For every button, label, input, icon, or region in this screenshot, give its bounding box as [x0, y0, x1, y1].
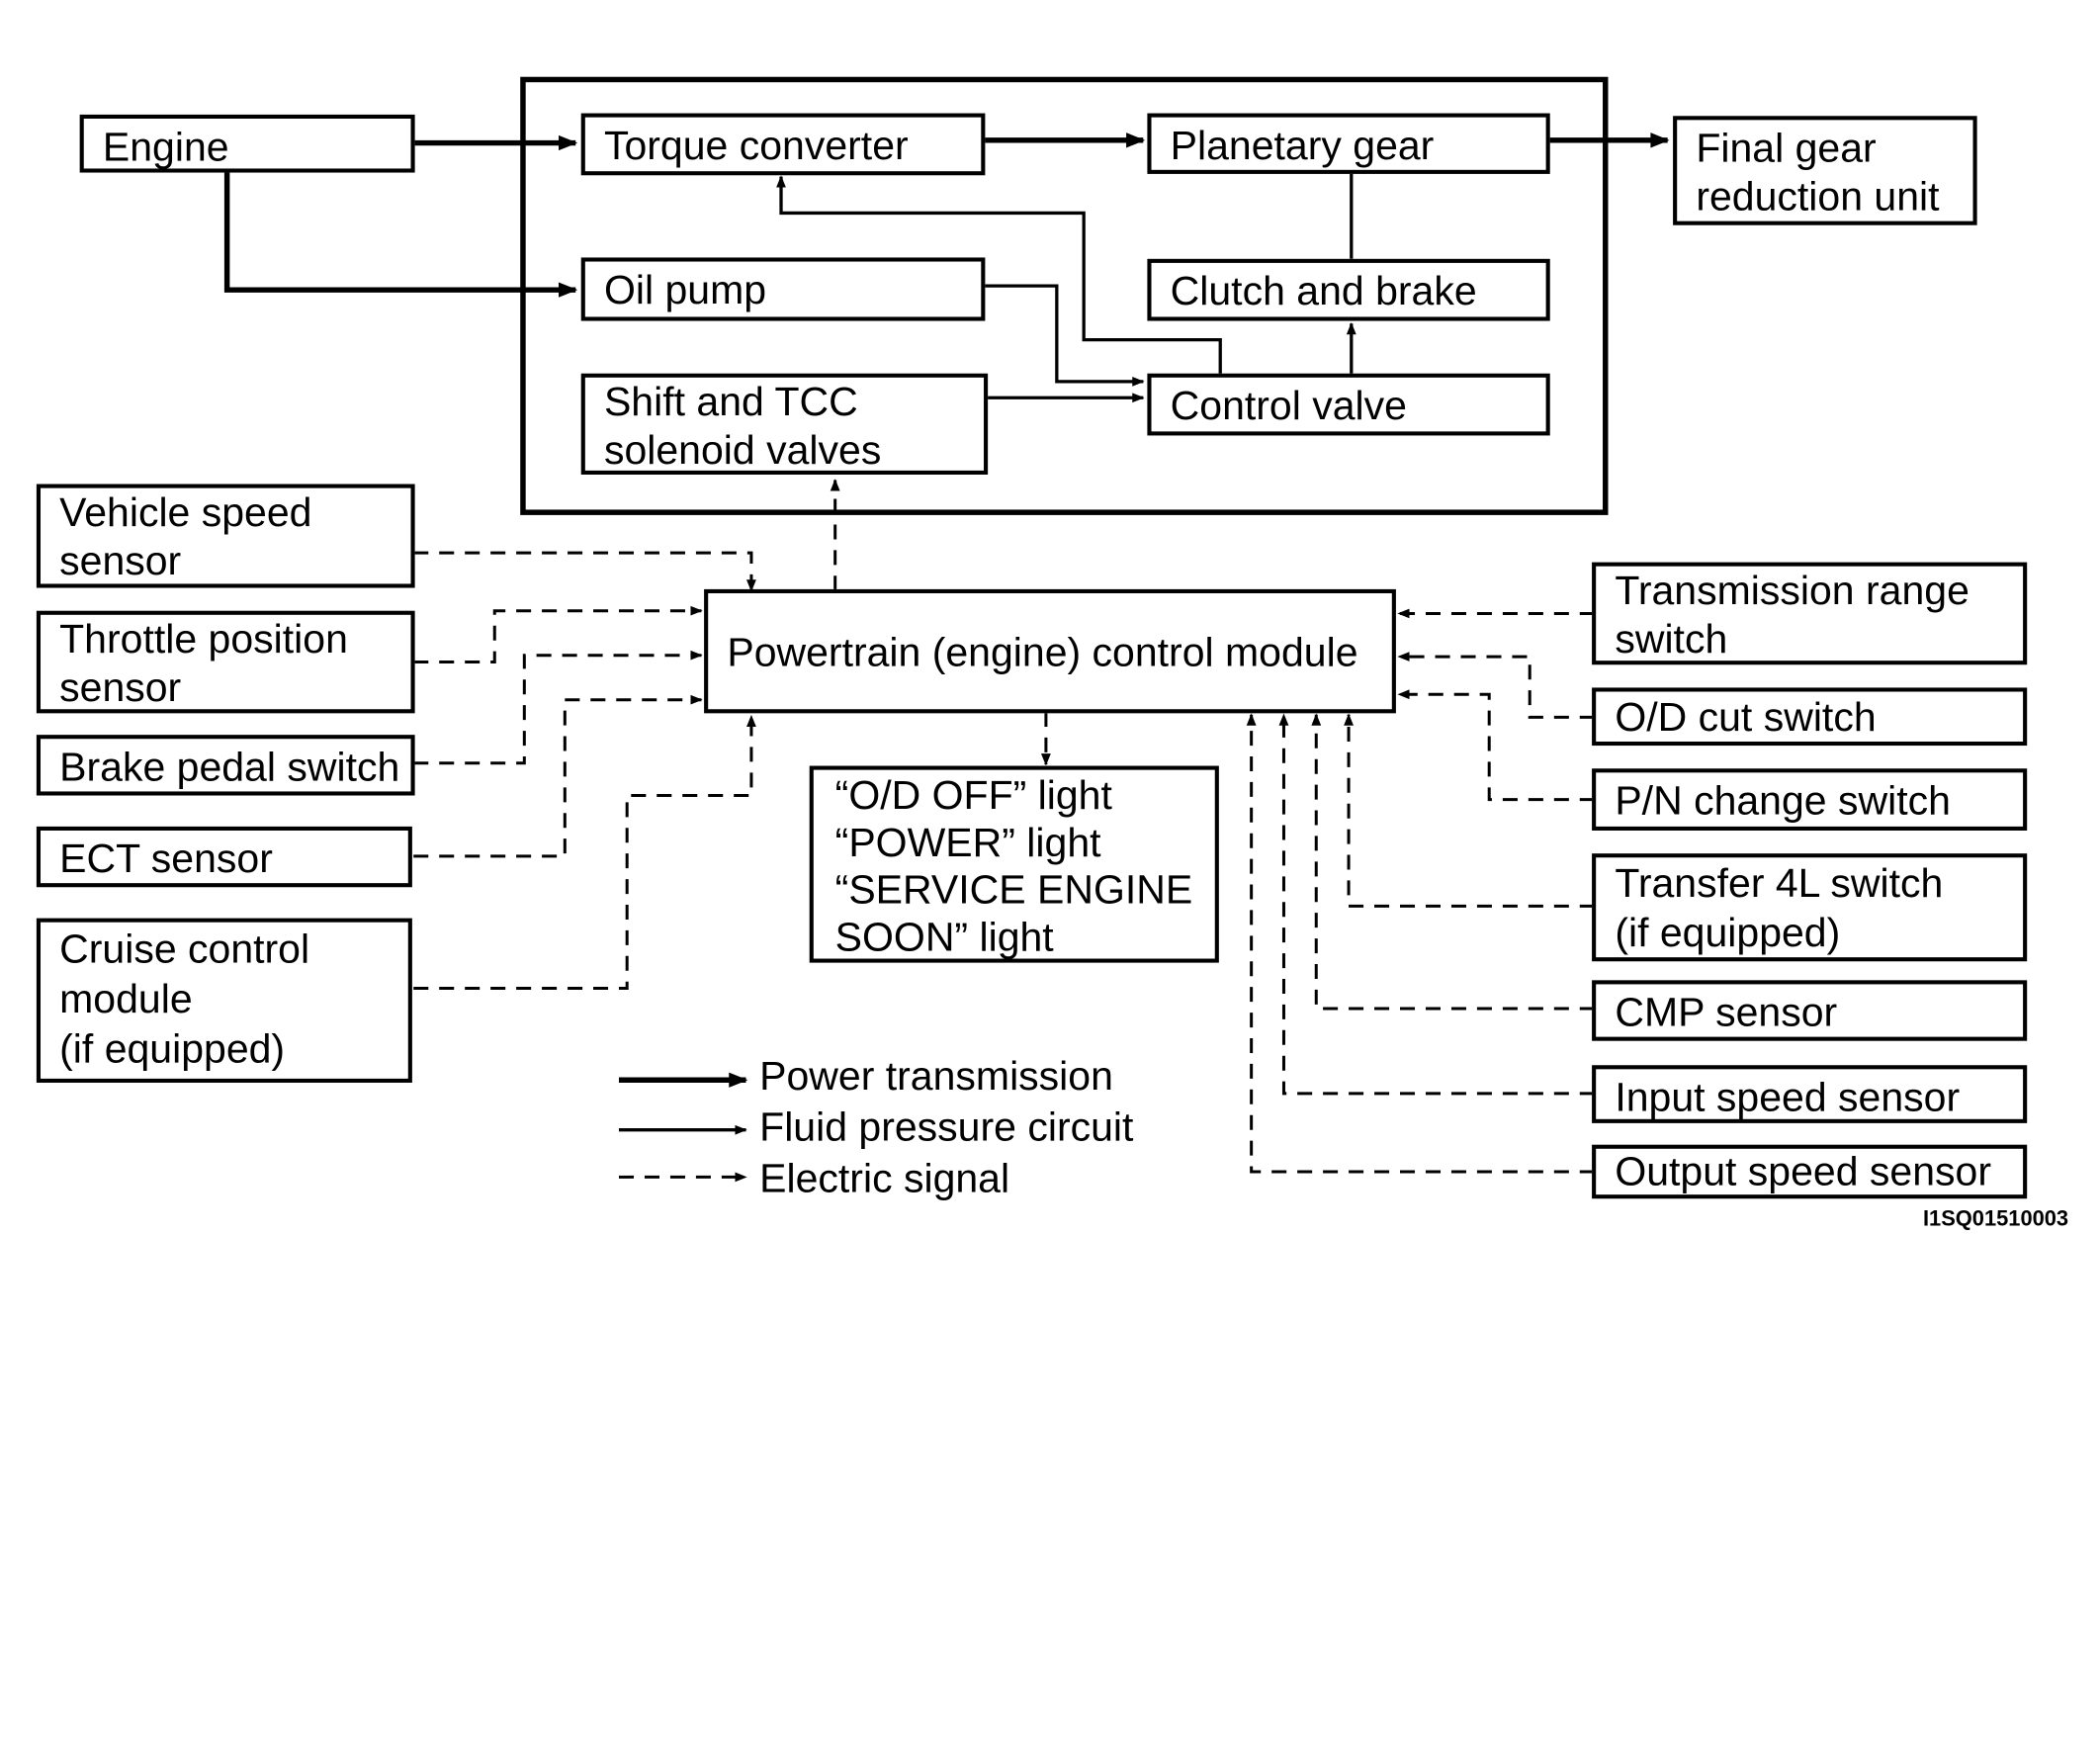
output-speed-label: Output speed sensor: [1615, 1150, 1992, 1195]
ect-label: ECT sensor: [59, 837, 273, 882]
trans-range-line-2: switch: [1615, 617, 1728, 662]
ect-sensor-box: ECT sensor: [36, 826, 412, 888]
final-gear-box: Final gear reduction unit: [1673, 116, 1977, 225]
planetary-gear-label: Planetary gear: [1170, 124, 1435, 169]
torque-converter-label: Torque converter: [603, 124, 909, 169]
brake-pedal-switch-box: Brake pedal switch: [36, 735, 415, 796]
shift-tcc-line-2: solenoid valves: [603, 428, 882, 474]
throttle-line-2: sensor: [59, 665, 182, 711]
transmission-enclosure: [520, 76, 1609, 515]
shift-tcc-line-1: Shift and TCC: [603, 380, 858, 425]
od-cut-label: O/D cut switch: [1615, 695, 1877, 741]
pn-change-label: P/N change switch: [1615, 779, 1951, 825]
light-service-engine: “SERVICE ENGINE: [834, 868, 1193, 914]
light-power: “POWER” light: [834, 821, 1101, 866]
vehicle-speed-line-1: Vehicle speed: [59, 490, 312, 536]
throttle-position-sensor-box: Throttle position sensor: [36, 610, 415, 714]
engine-box: Engine: [79, 114, 415, 173]
transfer-4l-line-2: (if equipped): [1615, 911, 1841, 956]
pcm-label: Powertrain (engine) control module: [727, 631, 1358, 676]
final-gear-line-1: Final gear: [1696, 127, 1877, 172]
vehicle-speed-line-2: sensor: [59, 539, 182, 584]
legend-electric-label: Electric signal: [759, 1156, 1010, 1201]
light-service-engine-soon: SOON” light: [834, 915, 1054, 960]
cruise-line-2: module: [59, 977, 193, 1022]
torque-converter-box: Torque converter: [580, 113, 986, 176]
input-speed-sensor-box: Input speed sensor: [1592, 1065, 2028, 1123]
brake-pedal-label: Brake pedal switch: [59, 746, 400, 791]
cmp-label: CMP sensor: [1615, 991, 1838, 1036]
engine-label: Engine: [102, 125, 229, 170]
light-od-off: “O/D OFF” light: [834, 773, 1112, 819]
transfer-4l-line-1: Transfer 4L switch: [1615, 861, 1944, 907]
cruise-line-3: (if equipped): [59, 1027, 286, 1073]
trans-range-line-1: Transmission range: [1615, 569, 1969, 614]
input-speed-label: Input speed sensor: [1615, 1076, 1961, 1121]
throttle-line-1: Throttle position: [59, 617, 348, 662]
cruise-line-1: Cruise control: [59, 927, 310, 973]
electric-lines: [413, 479, 1595, 1174]
vehicle-speed-sensor-box: Vehicle speed sensor: [36, 484, 415, 588]
clutch-brake-label: Clutch and brake: [1170, 269, 1477, 314]
power-lines: [223, 132, 1670, 298]
oil-pump-box: Oil pump: [580, 257, 986, 321]
connection-lines: [223, 132, 1670, 1183]
planetary-gear-box: Planetary gear: [1147, 113, 1550, 174]
output-speed-sensor-box: Output speed sensor: [1592, 1144, 2028, 1199]
od-cut-switch-box: O/D cut switch: [1592, 687, 2028, 747]
cmp-sensor-box: CMP sensor: [1592, 980, 2028, 1041]
transmission-range-switch-box: Transmission range switch: [1592, 562, 2028, 665]
pcm-box: Powertrain (engine) control module: [704, 588, 1396, 714]
cruise-control-module-box: Cruise control module (if equipped): [36, 918, 412, 1083]
indicator-lights-box: “O/D OFF” light “POWER” light “SERVICE E…: [809, 765, 1219, 963]
final-gear-line-2: reduction unit: [1696, 175, 1940, 220]
control-valve-box: Control valve: [1147, 373, 1550, 436]
control-valve-label: Control valve: [1170, 384, 1407, 429]
transfer-4l-switch-box: Transfer 4L switch (if equipped): [1592, 853, 2028, 962]
legend-lines: [618, 1072, 748, 1183]
clutch-brake-box: Clutch and brake: [1147, 258, 1550, 321]
legend-fluid-label: Fluid pressure circuit: [759, 1105, 1134, 1151]
legend-power-label: Power transmission: [759, 1054, 1113, 1100]
oil-pump-label: Oil pump: [603, 268, 767, 313]
pn-change-switch-box: P/N change switch: [1592, 768, 2028, 831]
fluid-lines: [776, 172, 1356, 403]
shift-tcc-box: Shift and TCC solenoid valves: [580, 373, 989, 475]
figure-code: I1SQ01510003: [1922, 1207, 2069, 1231]
